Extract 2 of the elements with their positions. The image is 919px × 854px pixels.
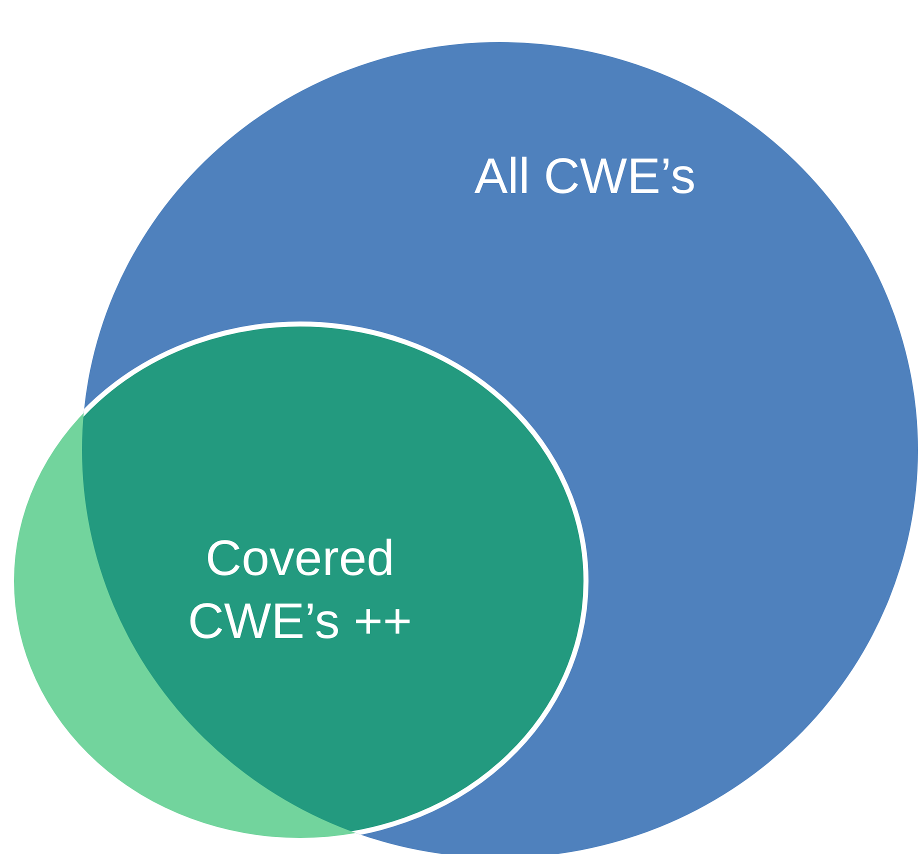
circle-label: All CWE’s (473, 147, 697, 206)
circle-label: Covered CWE’s ++ (186, 529, 414, 650)
